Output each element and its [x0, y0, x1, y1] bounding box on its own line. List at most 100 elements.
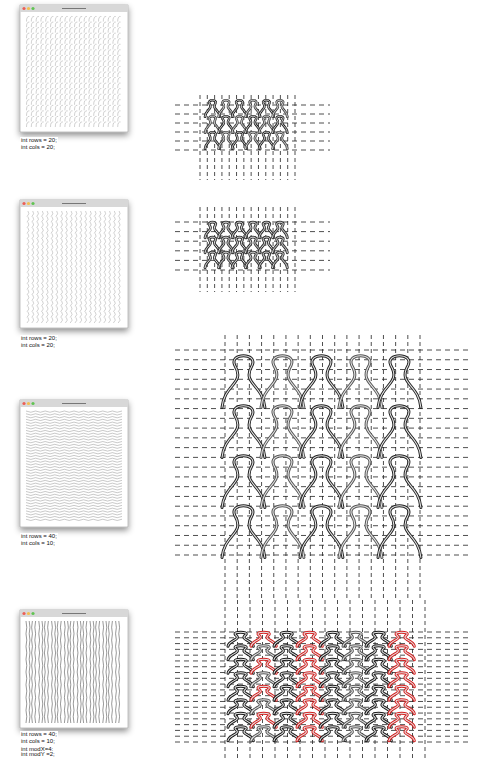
- stitch-highlight: [273, 100, 288, 117]
- grid-line: [225, 600, 226, 758]
- stitch-loop: [320, 673, 345, 687]
- stitch-loop: [246, 100, 261, 117]
- stitch-highlight: [320, 713, 345, 727]
- stitch-highlight: [228, 727, 253, 741]
- stitch-highlight: [297, 713, 322, 727]
- stitch-highlight: [297, 727, 322, 741]
- stitch-loop: [232, 116, 247, 133]
- grid-line: [175, 525, 470, 526]
- stitch-highlight: [228, 686, 253, 700]
- stitch-loop: [343, 646, 368, 660]
- stitch-loop: [343, 700, 368, 714]
- stitch-loop: [297, 713, 322, 727]
- stitch-highlight: [300, 456, 343, 508]
- stitch-highlight: [273, 132, 288, 149]
- stitch-loop: [320, 727, 345, 741]
- stitch-loop: [366, 700, 391, 714]
- stitch-highlight: [320, 673, 345, 687]
- app-window: [20, 610, 128, 728]
- stitch-loop: [297, 686, 322, 700]
- window-frame: [20, 400, 128, 527]
- stitch-highlight: [251, 673, 276, 687]
- stitch-highlight: [300, 506, 343, 558]
- stitch-loop: [339, 406, 382, 458]
- stitch-loop: [320, 632, 345, 646]
- wave-lines: [26, 411, 122, 520]
- dashed-grid: [175, 600, 470, 758]
- stitch-loop: [251, 700, 276, 714]
- grid-line: [175, 418, 470, 419]
- window-button: [31, 612, 34, 615]
- stitch-loop: [343, 673, 368, 687]
- stitch-highlight: [300, 356, 343, 408]
- stitch-loop: [273, 100, 288, 117]
- app-window: [20, 200, 128, 328]
- stitch-loop: [378, 456, 421, 508]
- grid-line: [273, 95, 274, 180]
- stitch-loop: [389, 659, 414, 673]
- stitch-highlight: [366, 659, 391, 673]
- stitch-loop: [389, 686, 414, 700]
- stitch-highlight: [219, 100, 234, 117]
- stitch-loop: [273, 116, 288, 133]
- window-frame: [20, 200, 128, 328]
- stitch-loop: [259, 132, 274, 149]
- stitch-loop: [343, 632, 368, 646]
- code-line: int rows = 20;: [20, 335, 58, 342]
- grid-line: [175, 637, 470, 638]
- grid-line: [262, 600, 263, 758]
- stitch-highlight: [246, 116, 261, 133]
- stitch-loop: [366, 673, 391, 687]
- stitch-highlight: [339, 456, 382, 508]
- stitch-loop: [228, 673, 253, 687]
- grid-line: [295, 95, 296, 180]
- grid-line: [243, 95, 244, 180]
- stitch-highlight: [343, 713, 368, 727]
- grid-line: [287, 95, 288, 180]
- stitch-loop: [273, 237, 288, 253]
- stitch-highlight: [251, 646, 276, 660]
- stitch-highlight: [246, 132, 261, 149]
- window-frame: [20, 5, 128, 132]
- stitch-loop: [297, 700, 322, 714]
- stitch-highlight: [366, 686, 391, 700]
- stitch-highlight: [273, 116, 288, 133]
- stitch-loop: [320, 700, 345, 714]
- stitch-loop: [222, 506, 265, 558]
- grid-line: [221, 207, 222, 292]
- grid-line: [298, 335, 299, 600]
- stitch-loop: [366, 632, 391, 646]
- code-line: int cols = 20;: [20, 342, 56, 349]
- stitch-highlight: [251, 632, 276, 646]
- stitch-loop: [232, 100, 247, 117]
- grid-line: [400, 600, 401, 758]
- stitch-highlight: [389, 727, 414, 741]
- stitch-loop: [274, 700, 299, 714]
- stitch-highlight: [343, 686, 368, 700]
- stitch-highlight: [273, 237, 288, 253]
- grid-line: [175, 486, 470, 487]
- grid-line: [175, 689, 470, 690]
- stitch-highlight: [297, 673, 322, 687]
- stitch-loop: [205, 100, 220, 117]
- stitch-loop: [273, 132, 288, 149]
- grid-line: [295, 207, 296, 292]
- window-button: [22, 612, 25, 615]
- grid-line: [175, 437, 470, 438]
- stitch-loop: [300, 356, 343, 408]
- stitch-highlight: [320, 632, 345, 646]
- dashed-grid: [175, 95, 330, 180]
- grid-line: [280, 207, 281, 292]
- stitch-loop: [251, 646, 276, 660]
- stitch-highlight: [389, 686, 414, 700]
- code-line: int rows = 20;: [20, 137, 58, 144]
- stitch-highlight: [320, 659, 345, 673]
- grid-line: [175, 467, 470, 468]
- grid-line: [175, 398, 470, 399]
- stitch-highlight: [343, 646, 368, 660]
- stitch-loop: [228, 727, 253, 741]
- stitch-loop: [222, 456, 265, 508]
- app-window: [20, 5, 128, 132]
- knit-field: [222, 356, 421, 558]
- stitch-highlight: [261, 356, 304, 408]
